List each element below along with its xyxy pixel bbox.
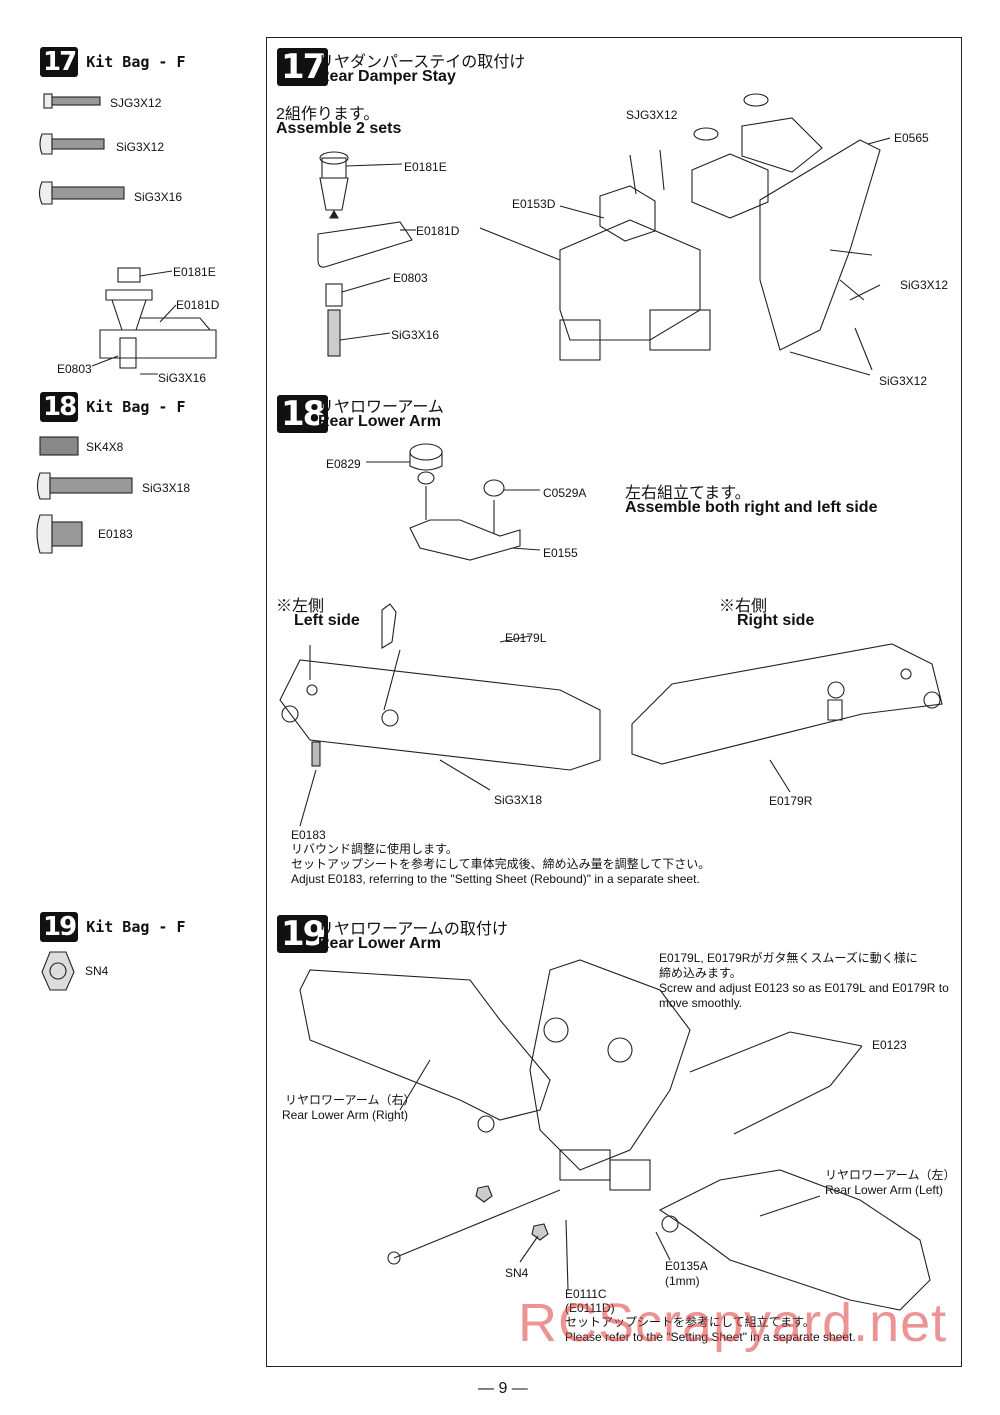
part-label: SiG3X18: [142, 481, 191, 495]
part-label: SiG3X18: [494, 793, 543, 807]
note-line: Screw and adjust E0123 so as E0179L and …: [659, 981, 949, 995]
part-label: SK4X8: [86, 440, 124, 454]
part-label: (E0111D): [565, 1301, 615, 1315]
rear-bulkhead-diagram: [479, 93, 891, 376]
part-label: E0179R: [769, 794, 813, 808]
step-title-en: Rear Lower Arm: [318, 413, 441, 430]
part-label: SiG3X12: [116, 140, 165, 154]
note-line: セットアップシートを参考にして車体完成後、締め込み量を調整して下さい。: [291, 857, 711, 871]
step-title-jp: リヤロワーアーム: [318, 399, 444, 416]
right-side-jp: ※右側: [719, 598, 768, 615]
part-label: SiG3X16: [391, 328, 440, 342]
screw-icon: [38, 93, 125, 205]
kit-bag-label: Kit Bag - F: [86, 53, 186, 71]
nut-icon: [41, 951, 75, 991]
sidebar-step17-header: 17 Kit Bag - F: [40, 47, 186, 77]
step-number-badge: 18: [277, 395, 329, 433]
screw-icon: [36, 436, 133, 554]
damper-stay-assembly: [317, 151, 416, 357]
right-arm-label-jp: リヤロワーアーム（右）: [285, 1093, 416, 1107]
note-line: 締め込みます。: [659, 966, 742, 980]
step-number-badge: 19: [40, 912, 79, 942]
sidebar-step18-header: 18 Kit Bag - F: [40, 392, 186, 422]
part-label: SiG3X16: [158, 371, 207, 385]
step-title-en: Rear Lower Arm: [318, 935, 441, 952]
part-label: (1mm): [665, 1274, 700, 1288]
part-label: SN4: [85, 964, 109, 978]
sidebar-step19-header: 19 Kit Bag - F: [40, 912, 186, 942]
note-line: Adjust E0183, referring to the "Setting …: [291, 872, 700, 886]
part-label: SiG3X12: [900, 278, 949, 292]
part-label: SN4: [505, 1266, 529, 1280]
part-label: E0155: [543, 546, 578, 560]
assemble-sets-jp: 2組作ります。: [276, 106, 380, 123]
step-number-badge: 17: [277, 48, 329, 86]
step-title-jp: リヤロワーアームの取付け: [318, 921, 508, 938]
part-label: C0529A: [543, 486, 587, 500]
part-label: E0135A: [665, 1259, 708, 1273]
left-side-en: Left side: [294, 612, 360, 629]
instructions-frame: [266, 37, 962, 1367]
part-label: E0565: [894, 131, 929, 145]
kit-bag-label: Kit Bag - F: [86, 398, 186, 416]
both-sides-jp: 左右組立てます。: [625, 485, 751, 502]
part-label: E0179L: [505, 631, 547, 645]
part-label: E0183: [291, 828, 326, 842]
note-line: move smoothly.: [659, 996, 743, 1010]
left-arm-label-jp: リヤロワーアーム（左）: [825, 1168, 956, 1182]
part-label: E0153D: [512, 197, 556, 211]
right-side-en: Right side: [737, 612, 815, 629]
part-label: E0803: [393, 271, 428, 285]
right-arm-diagram: [631, 643, 943, 793]
part-label: E0123: [872, 1038, 907, 1052]
step-title-en: Rear Damper Stay: [318, 68, 456, 85]
note-line: Please refer to the "Setting Sheet" in a…: [565, 1330, 856, 1344]
assemble-sets-en: Assemble 2 sets: [276, 120, 402, 137]
left-arm-label-en: Rear Lower Arm (Left): [825, 1183, 944, 1197]
both-sides-en: Assemble both right and left side: [625, 499, 878, 516]
part-label: SiG3X12: [879, 374, 928, 388]
arm-parts-diagram: [366, 443, 541, 561]
step-title-jp: リヤダンパーステイの取付け: [318, 54, 526, 71]
step-number-badge: 18: [40, 392, 79, 422]
part-label: SJG3X12: [110, 96, 162, 110]
part-label: E0829: [326, 457, 361, 471]
rear-assembly-diagram: [299, 959, 931, 1311]
part-label: E0181D: [176, 298, 220, 312]
kit-bag-label: Kit Bag - F: [86, 918, 186, 936]
part-label: E0181D: [416, 224, 460, 238]
damper-stay-icon: [91, 267, 217, 375]
part-label: SJG3X12: [626, 108, 678, 122]
part-label: E0181E: [173, 265, 216, 279]
step-number-badge: 17: [40, 47, 79, 77]
part-label: E0183: [98, 527, 133, 541]
part-label: E0111C: [565, 1287, 607, 1301]
note-line: E0179L, E0179Rがガタ無くスムーズに動く様に: [659, 951, 918, 965]
note-line: セットアップシートを参考にして組立てます。: [565, 1315, 815, 1329]
step-number-badge: 19: [277, 915, 329, 953]
part-label: E0181E: [404, 160, 447, 174]
part-label: SiG3X16: [134, 190, 183, 204]
right-arm-label-en: Rear Lower Arm (Right): [282, 1108, 409, 1122]
note-line: リバウンド調整に使用します。: [291, 842, 458, 856]
watermark: RCScrapyard.net: [518, 1293, 948, 1353]
left-arm-diagram: [279, 603, 601, 827]
part-label: E0803: [57, 362, 92, 376]
page-number: — 9 —: [478, 1380, 528, 1397]
left-side-jp: ※左側: [276, 598, 325, 615]
